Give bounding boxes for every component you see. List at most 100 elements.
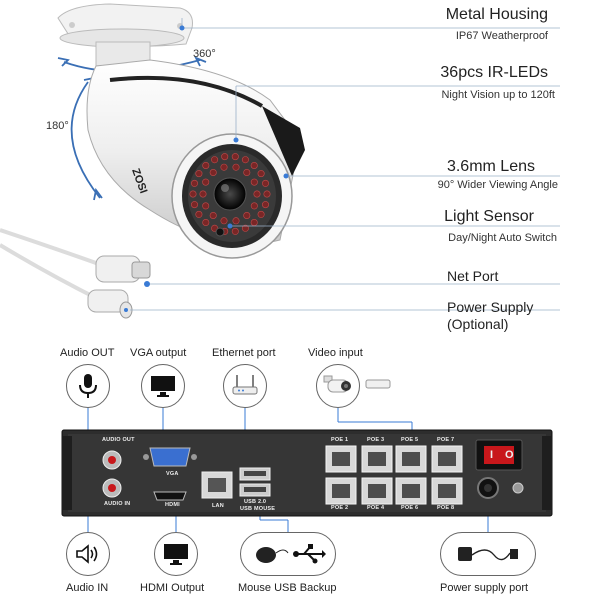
label-audio-out: Audio OUT [60, 347, 115, 359]
port-label-poe-2: POE 2 [331, 505, 349, 511]
bullet-camera-icon [316, 364, 360, 408]
ir-led [199, 190, 207, 198]
ir-led [202, 162, 210, 170]
usb-ports [239, 467, 271, 497]
port-label-poe-6: POE 6 [401, 505, 419, 511]
ir-led [253, 190, 261, 198]
ir-led [195, 170, 203, 178]
ir-led [211, 156, 219, 164]
ir-led [209, 212, 217, 220]
poe-port-socket [402, 452, 420, 466]
poe-port-socket [438, 452, 456, 466]
light-sensor [215, 227, 225, 237]
label-video-input: Video input [308, 347, 363, 359]
poe-port-socket [368, 452, 386, 466]
port-label-poe-4: POE 4 [367, 505, 385, 511]
nvr-back-panel [61, 379, 553, 532]
rotation-vertical-label: 180° [46, 120, 69, 132]
callout-metal-housing-title: Metal Housing [445, 6, 548, 23]
ir-led [243, 169, 251, 177]
hdmi-monitor-icon [154, 532, 198, 576]
vga-port [143, 447, 197, 467]
ir-led [250, 219, 258, 227]
ir-led [189, 190, 197, 198]
ir-led [231, 153, 239, 161]
ir-led [250, 162, 258, 170]
poe-port-socket [332, 452, 350, 466]
poe-port-socket [332, 484, 350, 498]
camera-body [86, 59, 305, 259]
ir-led [209, 169, 217, 177]
ir-led [202, 202, 210, 210]
power-adapter-icon [440, 532, 536, 576]
ir-led [263, 190, 271, 198]
port-label-hdmi: HDMI [165, 502, 180, 508]
ir-led [241, 224, 249, 232]
port-label-poe-7: POE 7 [437, 437, 455, 443]
port-label-poe-5: POE 5 [401, 437, 419, 443]
ir-led [232, 217, 240, 225]
ir-led [221, 153, 229, 161]
callout-metal-housing-sub: IP67 Weatherproof [455, 30, 548, 42]
label-audio-in: Audio IN [66, 582, 109, 594]
ir-led [191, 201, 199, 209]
callout-ir-leds-title: 36pcs IR-LEDs [440, 64, 548, 81]
port-label-audio-out: AUDIO OUT [102, 437, 135, 443]
callout-lines [130, 18, 560, 311]
label-hdmi-output: HDMI Output [140, 582, 205, 594]
camera-illustration: ZOSI [0, 3, 560, 319]
ir-led [202, 219, 210, 227]
port-label-lan: LAN [212, 503, 224, 509]
label-vga-output: VGA output [130, 347, 187, 359]
power-connector [87, 289, 133, 319]
ir-led [220, 163, 228, 171]
port-label-usb: USB 2.0 [244, 499, 267, 505]
callout-net-port-title: Net Port [447, 268, 499, 284]
ir-led [257, 170, 265, 178]
poe-port-grid [325, 445, 463, 505]
label-ethernet-port: Ethernet port [212, 347, 276, 359]
ir-led [220, 217, 228, 225]
ir-led [257, 210, 265, 218]
port-label-poe-1: POE 1 [331, 437, 349, 443]
port-label-poe-8: POE 8 [437, 505, 455, 511]
poe-port-socket [368, 484, 386, 498]
port-label-vga: VGA [166, 471, 179, 477]
power-switch-on-symbol: I [490, 449, 494, 461]
label-mouse-usb-backup: Mouse USB Backup [238, 582, 337, 594]
ir-led [250, 202, 258, 210]
net-port-connector [95, 255, 151, 287]
callout-ir-leds-sub: Night Vision up to 120ft [441, 89, 555, 101]
mouse-usb-icon [240, 532, 336, 576]
power-switch-off-symbol: O [505, 449, 514, 461]
ir-led [195, 210, 203, 218]
ir-led [191, 179, 199, 187]
router-icon [223, 364, 267, 408]
poe-port-socket [402, 484, 420, 498]
microphone-icon [66, 364, 110, 408]
ir-led [241, 156, 249, 164]
ground-screw [512, 482, 524, 494]
vga-monitor-icon [141, 364, 185, 408]
hdmi-port [153, 491, 187, 501]
camera-cables [0, 228, 111, 302]
ir-led [250, 178, 258, 186]
poe-port-socket [438, 484, 456, 498]
camera-mount [57, 3, 193, 67]
speaker-icon [66, 532, 110, 576]
port-label-usb-mouse: USB MOUSE [240, 506, 276, 512]
port-label-poe-3: POE 3 [367, 437, 385, 443]
callout-light-sensor-sub: Day/Night Auto Switch [448, 232, 557, 244]
callout-power-supply-title: Power Supply [447, 299, 534, 315]
callout-light-sensor-title: Light Sensor [444, 208, 534, 225]
label-power-supply-port: Power supply port [440, 582, 529, 594]
rotation-horizontal-label: 360° [193, 48, 216, 60]
port-label-audio-in: AUDIO IN [104, 501, 131, 507]
power-switch [475, 439, 523, 471]
callout-lens-sub: 90° Wider Viewing Angle [437, 179, 558, 191]
ir-led [231, 227, 239, 235]
callout-power-supply-sub: (Optional) [447, 316, 509, 332]
ir-led [202, 178, 210, 186]
ir-led [261, 179, 269, 187]
callout-lens-title: 3.6mm Lens [446, 158, 535, 175]
